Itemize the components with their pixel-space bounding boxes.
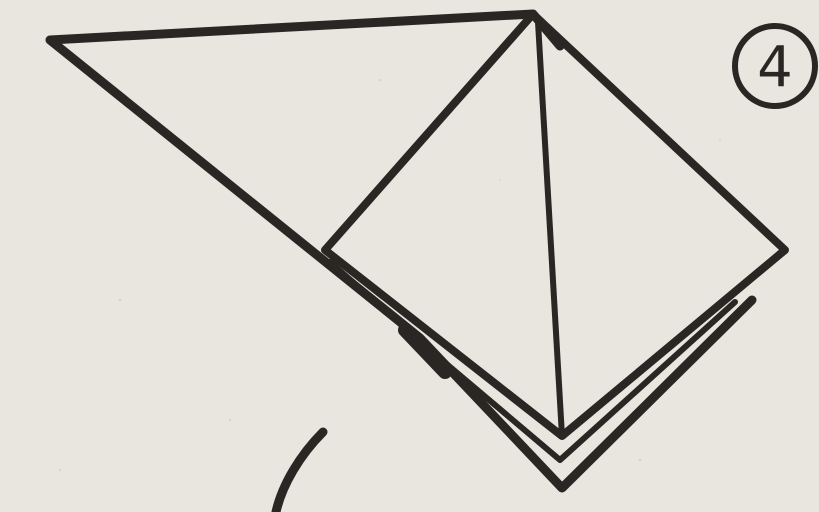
step-number-badge: 4 bbox=[735, 26, 815, 106]
curved-arrow-stroke bbox=[276, 432, 323, 512]
step-number: 4 bbox=[757, 35, 793, 100]
center-crease-line bbox=[538, 22, 562, 436]
outer-triangle-fold bbox=[50, 14, 752, 488]
paper-texture bbox=[59, 79, 721, 472]
kite-flap bbox=[325, 14, 785, 436]
lower-fold-edge bbox=[330, 262, 735, 460]
